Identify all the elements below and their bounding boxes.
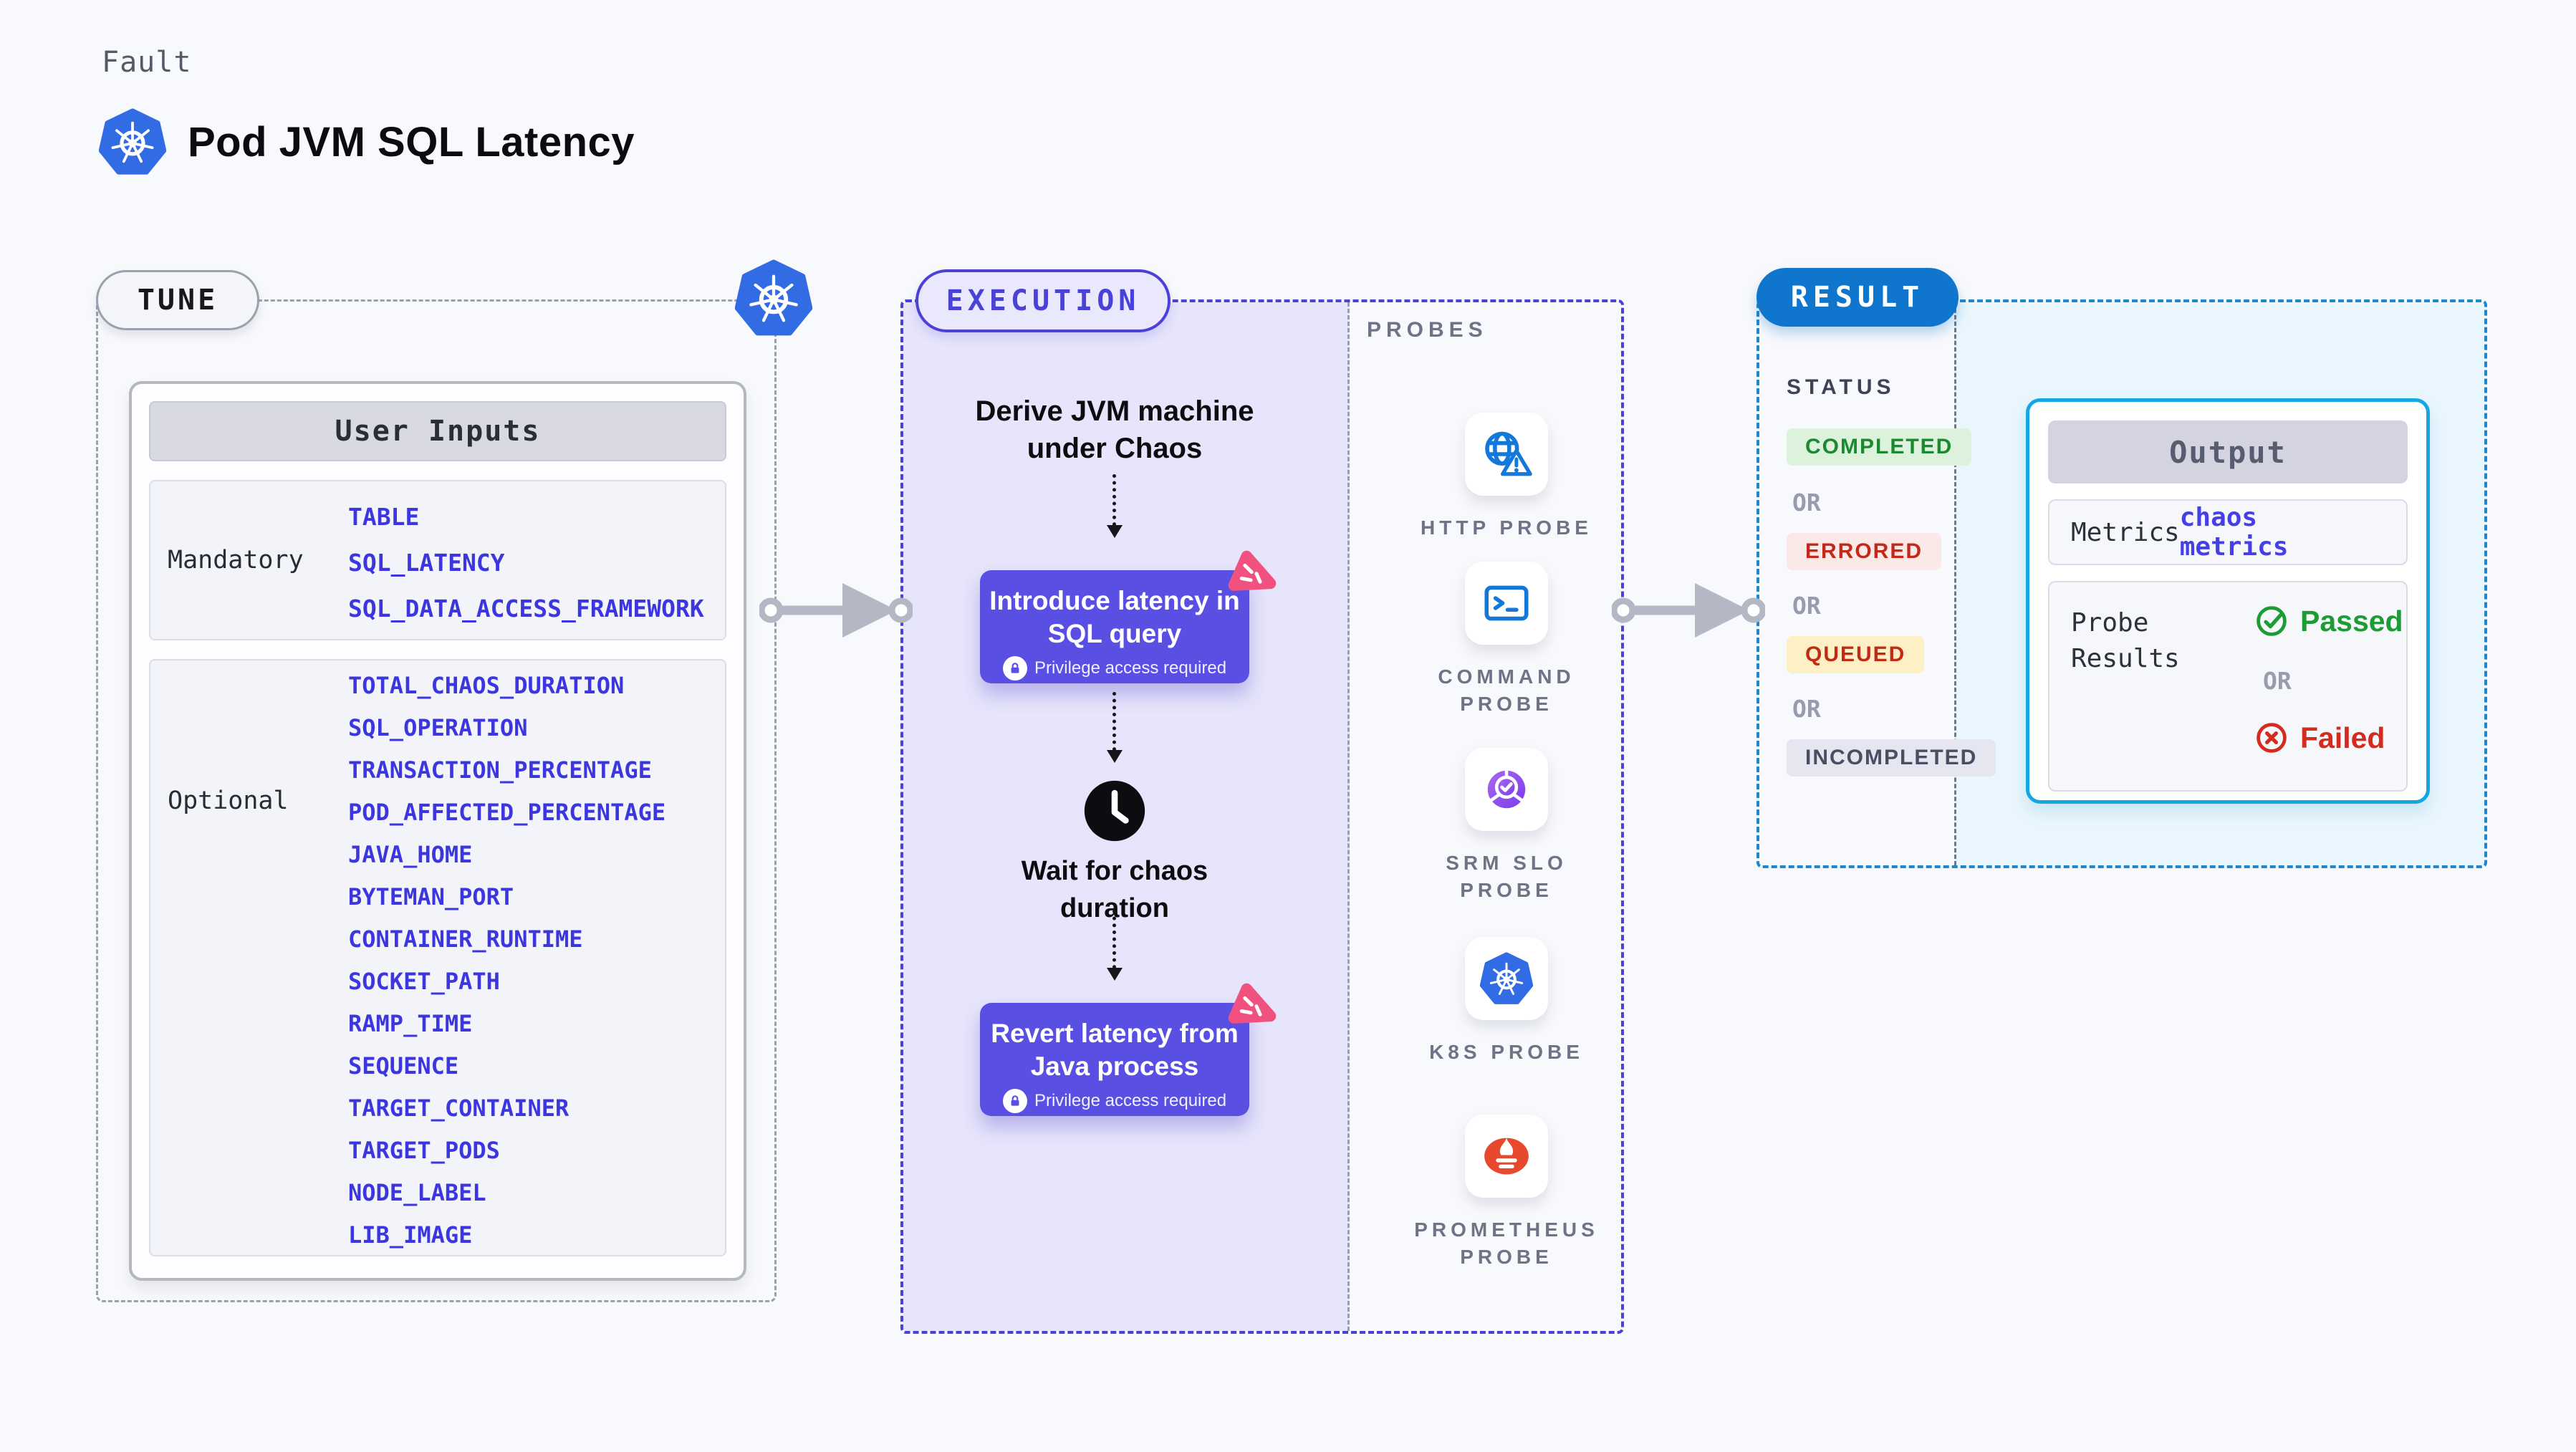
flow-step-derive-jvm: Derive JVM machine under Chaos — [975, 395, 1254, 464]
input-variable: TARGET_CONTAINER — [348, 1095, 569, 1122]
execution-section-pill: EXECUTION — [915, 269, 1171, 332]
input-variable: JAVA_HOME — [348, 841, 473, 868]
mandatory-inputs-group: Mandatory TABLE SQL_LATENCY SQL_DATA_ACC… — [149, 480, 726, 640]
input-variable: TARGET_PODS — [348, 1137, 500, 1164]
output-card: Output Metrics chaos metrics Probe Resul… — [2026, 398, 2430, 804]
probe-item-srm-slo: SRM SLO PROBE — [1374, 748, 1639, 904]
input-variable: LIB_IMAGE — [348, 1221, 473, 1249]
input-variable: TABLE — [348, 503, 420, 531]
probes-title: PROBES — [1367, 318, 1488, 342]
probe-results-row: Probe Results Passed OR Failed — [2048, 581, 2408, 792]
probe-result-failed: Failed — [2254, 721, 2403, 755]
status-badge-errored: ERRORED — [1787, 533, 1942, 570]
flow-arrow-down — [1106, 692, 1123, 763]
input-variable: SQL_DATA_ACCESS_FRAMEWORK — [348, 595, 704, 622]
flow-action-revert-latency: Revert latency from Java process Privile… — [980, 983, 1277, 1116]
tune-section-frame — [96, 299, 777, 1302]
probe-item-command: COMMAND PROBE — [1374, 562, 1639, 718]
terminal-icon — [1465, 562, 1548, 645]
privilege-note: Privilege access required — [1034, 1091, 1227, 1110]
kubernetes-icon — [98, 105, 167, 179]
probe-label: HTTP PROBE — [1421, 516, 1592, 539]
status-badge-completed: COMPLETED — [1787, 428, 1972, 466]
result-section-pill: RESULT — [1756, 268, 1959, 327]
input-variable: NODE_LABEL — [348, 1179, 486, 1206]
optional-inputs-group: Optional TOTAL_CHAOS_DURATION SQL_OPERAT… — [149, 659, 726, 1256]
or-separator: OR — [1792, 695, 1821, 723]
input-variable: TOTAL_CHAOS_DURATION — [348, 672, 625, 699]
input-variable: SQL_LATENCY — [348, 549, 505, 577]
action-card-title: Introduce latency in SQL query — [989, 586, 1240, 648]
probe-result-passed: Passed — [2254, 604, 2403, 638]
input-variable: BYTEMAN_PORT — [348, 883, 514, 910]
probe-label: SRM SLO PROBE — [1446, 852, 1567, 901]
chaos-pinwheel-icon — [1218, 543, 1279, 605]
globe-alert-icon — [1465, 413, 1548, 496]
probes-to-result-arrow — [1612, 583, 1765, 638]
kubernetes-icon — [734, 255, 813, 341]
flow-step-wait: Wait for chaos duration — [1021, 856, 1208, 923]
clock-icon — [1082, 778, 1148, 844]
check-circle-icon — [2257, 606, 2287, 636]
or-separator: OR — [2263, 667, 2292, 695]
input-variable: POD_AFFECTED_PERCENTAGE — [348, 799, 666, 826]
mandatory-label: Mandatory — [168, 546, 304, 574]
metrics-row: Metrics chaos metrics — [2048, 499, 2408, 565]
x-circle-icon — [2257, 723, 2287, 753]
status-badge-incompleted: INCOMPLETED — [1787, 739, 1996, 777]
probe-item-k8s: K8S PROBE — [1374, 937, 1639, 1066]
fault-kicker: Fault — [102, 46, 192, 79]
flow-arrow-down — [1106, 474, 1123, 538]
failed-label: Failed — [2300, 721, 2385, 754]
input-variable: RAMP_TIME — [348, 1010, 473, 1037]
status-badge-queued: QUEUED — [1787, 636, 1925, 673]
chaos-pinwheel-icon — [1218, 976, 1279, 1037]
user-inputs-card: User Inputs Mandatory TABLE SQL_LATENCY … — [129, 381, 746, 1281]
action-card-title: Revert latency from Java process — [991, 1019, 1239, 1081]
or-separator: OR — [1792, 592, 1821, 620]
page-header: Pod JVM SQL Latency — [98, 105, 635, 179]
probe-label: COMMAND PROBE — [1438, 665, 1575, 715]
flow-action-introduce-latency: Introduce latency in SQL query Privilege… — [980, 550, 1277, 683]
output-title: Output — [2048, 420, 2408, 484]
privilege-note: Privilege access required — [1034, 658, 1227, 678]
tune-section-pill: TUNE — [96, 270, 259, 330]
metrics-label: Metrics — [2071, 517, 2180, 547]
input-variable: TRANSACTION_PERCENTAGE — [348, 756, 652, 784]
lock-icon — [1002, 1089, 1027, 1113]
optional-label: Optional — [168, 787, 289, 815]
lock-icon — [1002, 656, 1027, 681]
status-title: STATUS — [1787, 375, 1895, 399]
input-variable: CONTAINER_RUNTIME — [348, 925, 583, 953]
input-variable: SOCKET_PATH — [348, 968, 500, 995]
passed-label: Passed — [2300, 604, 2403, 638]
tune-to-execution-arrow — [759, 583, 913, 638]
probe-results-label: Probe Results — [2071, 608, 2180, 673]
flow-arrow-down — [1106, 910, 1123, 981]
prometheus-icon — [1465, 1115, 1548, 1198]
probe-item-prometheus: PROMETHEUS PROBE — [1374, 1115, 1639, 1271]
slo-gauge-icon — [1465, 748, 1548, 831]
kubernetes-icon — [1465, 937, 1548, 1020]
page-title: Pod JVM SQL Latency — [188, 118, 635, 165]
input-variable: SEQUENCE — [348, 1052, 459, 1080]
metrics-value: chaos metrics — [2179, 503, 2289, 562]
probe-item-http: HTTP PROBE — [1374, 413, 1639, 542]
probe-label: K8S PROBE — [1429, 1041, 1584, 1063]
probe-label: PROMETHEUS PROBE — [1414, 1218, 1599, 1268]
user-inputs-title: User Inputs — [149, 401, 726, 461]
or-separator: OR — [1792, 489, 1821, 516]
input-variable: SQL_OPERATION — [348, 714, 528, 741]
